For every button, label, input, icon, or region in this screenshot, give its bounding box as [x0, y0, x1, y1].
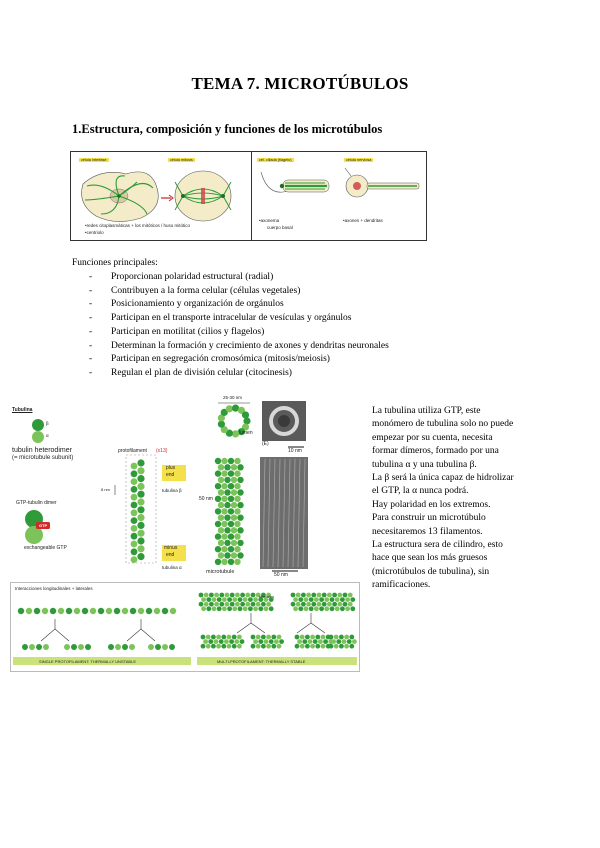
protofilament-drawing: [130, 459, 145, 563]
side-text-line: La estructura sera de cilindro, esto: [372, 540, 503, 551]
microtubule-structure-figure: Tubulina β α tubulin heterodimer (= micr…: [10, 393, 360, 581]
side-text-line: Para construir un microtúbulo: [372, 513, 486, 524]
lateral-label: laterales: [259, 594, 275, 599]
panel2-tag-ciliated: cél. ciliada (flagelo): [257, 158, 294, 162]
cell-types-figure: célula interfase célula mitosis cél. cil…: [70, 151, 427, 241]
neuron-drawing: [344, 167, 420, 198]
nm50-label: 50 nm: [199, 496, 213, 502]
plus-end-label-1: plus: [166, 465, 176, 471]
panel-e-label: (E): [262, 441, 269, 447]
gtp-dimer-drawing: [25, 510, 50, 544]
minus-end-label-1: minus: [164, 545, 178, 551]
minus-end-label-2: end: [166, 552, 175, 558]
side-text-line: necesitaremos 13 filamentos.: [372, 526, 483, 537]
panel1-tag-mitosis: célula mitosis: [168, 158, 195, 162]
lumen-label: lumen: [239, 430, 253, 436]
multi-protofilament-label: MULTI-PROTOFILAMENT: THERMALLY STABLE: [217, 659, 306, 664]
panel1-caption-line2: •centriolo: [85, 230, 104, 235]
gtp-label: GTP: [39, 523, 48, 528]
tubulin-alpha-label: tubulina α: [162, 565, 182, 570]
interphase-cell-drawing: [81, 171, 159, 222]
side-text-line: formar dímeros, formado por una: [372, 446, 499, 457]
side-text-line: el GTP, la α nunca podrá.: [372, 486, 469, 497]
mitotic-cell-drawing: [174, 170, 232, 222]
side-text-line: ramificaciones.: [372, 580, 431, 591]
panel2-caption-axonema: •axonema: [259, 218, 280, 223]
side-explanation: La tubulina utiliza GTP, este monómero d…: [372, 405, 562, 593]
section-heading: 1.Estructura, composición y funciones de…: [72, 122, 383, 136]
side-text-line: hace que sean los más gruesos: [372, 553, 488, 564]
side-text-line: tubulina α y una tubulina β.: [372, 459, 477, 470]
side-text-line: (microtúbulos de tubulina), sin: [372, 566, 490, 577]
side-text-line: La β será la única capaz de hidrolizar: [372, 473, 514, 484]
nm50b-label: 50 nm: [274, 572, 288, 578]
list-item: -Participan en el transporte intracelula…: [89, 313, 352, 324]
list-item: -Regulan el plan de división celular (ci…: [89, 367, 292, 378]
microtubule-drawings: [25, 401, 308, 572]
cross-section-drawing: [217, 404, 251, 438]
list-item: -Determinan la formación y crecimiento d…: [89, 340, 389, 351]
bottom-figure-heading: Interacciones longitudinales + laterales: [15, 586, 93, 591]
plus-end-label-2: end: [166, 472, 175, 478]
gtp-dimer-label: GTP-tubulin dimer: [16, 500, 57, 506]
page-title: TEMA 7. MICROTÚBULOS: [191, 74, 409, 93]
side-text-line: La tubulina utiliza GTP, este: [372, 406, 481, 416]
figure-divider: [251, 152, 252, 240]
single-protofilament-row: [17, 607, 177, 650]
panel1-tag-interphase: célula interfase: [79, 158, 109, 162]
panel2-caption-axons: •axones + dendritas: [343, 218, 383, 223]
side-text-line: empezar por su cuenta, necesita: [372, 432, 493, 443]
cell-drawings: [81, 167, 420, 222]
functions-heading: Funciones principales:: [72, 258, 158, 268]
heterodimer-drawing: [32, 419, 44, 443]
side-text-line: Hay polaridad en los extremos.: [372, 499, 491, 510]
tubulin-beta-label: tubulina β: [162, 488, 182, 493]
protofilament-count: (x13): [156, 448, 168, 454]
protofilament-label: protofilament: [118, 448, 147, 454]
stability-drawings: [13, 592, 357, 665]
single-protofilament-label: SINGLE PROTOFILAMENT: THERMALLY UNSTABLE: [39, 659, 136, 664]
alpha-label: α: [46, 433, 49, 438]
microtubule-label: microtubule: [206, 569, 235, 575]
nm10-label: 10 nm: [288, 448, 302, 454]
exchangeable-gtp-label: exchangeable GTP: [24, 545, 67, 551]
heterodimer-label-line2: (= microtubule subunit): [12, 455, 74, 461]
list-item: -Contribuyen a la forma celular (células…: [89, 285, 301, 296]
heterodimer-label-line1: tubulin heterodimer: [12, 447, 72, 454]
side-text-line: monómero de tubulina solo no puede: [372, 419, 514, 430]
list-item: -Posicionamiento y organización de orgán…: [89, 299, 284, 310]
beta-label: β: [46, 421, 49, 426]
nm2530-label: 25-30 nm: [223, 395, 243, 400]
list-item: -Proporcionan polaridad estructural (rad…: [89, 272, 274, 282]
list-item: -Participan en segregación cromosómica (…: [89, 354, 330, 365]
list-item: -Participan en motilitat (cilios y flage…: [89, 326, 265, 337]
protofilament-stability-figure: Interacciones longitudinales + laterales…: [10, 582, 360, 672]
multi-protofilament-sheets: [198, 592, 357, 649]
tubulin-label: Tubulina: [12, 407, 33, 413]
microtubule-cylinder-drawing: [214, 457, 244, 565]
nm8-label: 8 nm: [101, 487, 110, 492]
panel2-caption-basal: cuerpo basal: [267, 225, 293, 230]
functions-list: -Proporcionan polaridad estructural (rad…: [72, 271, 389, 381]
ciliated-cell-drawing: [260, 171, 330, 193]
panel1-caption-line1: •redes citoplasmáticas + los mitóticos /…: [85, 223, 190, 228]
panel2-tag-neuron: célula nerviosa: [344, 158, 374, 162]
